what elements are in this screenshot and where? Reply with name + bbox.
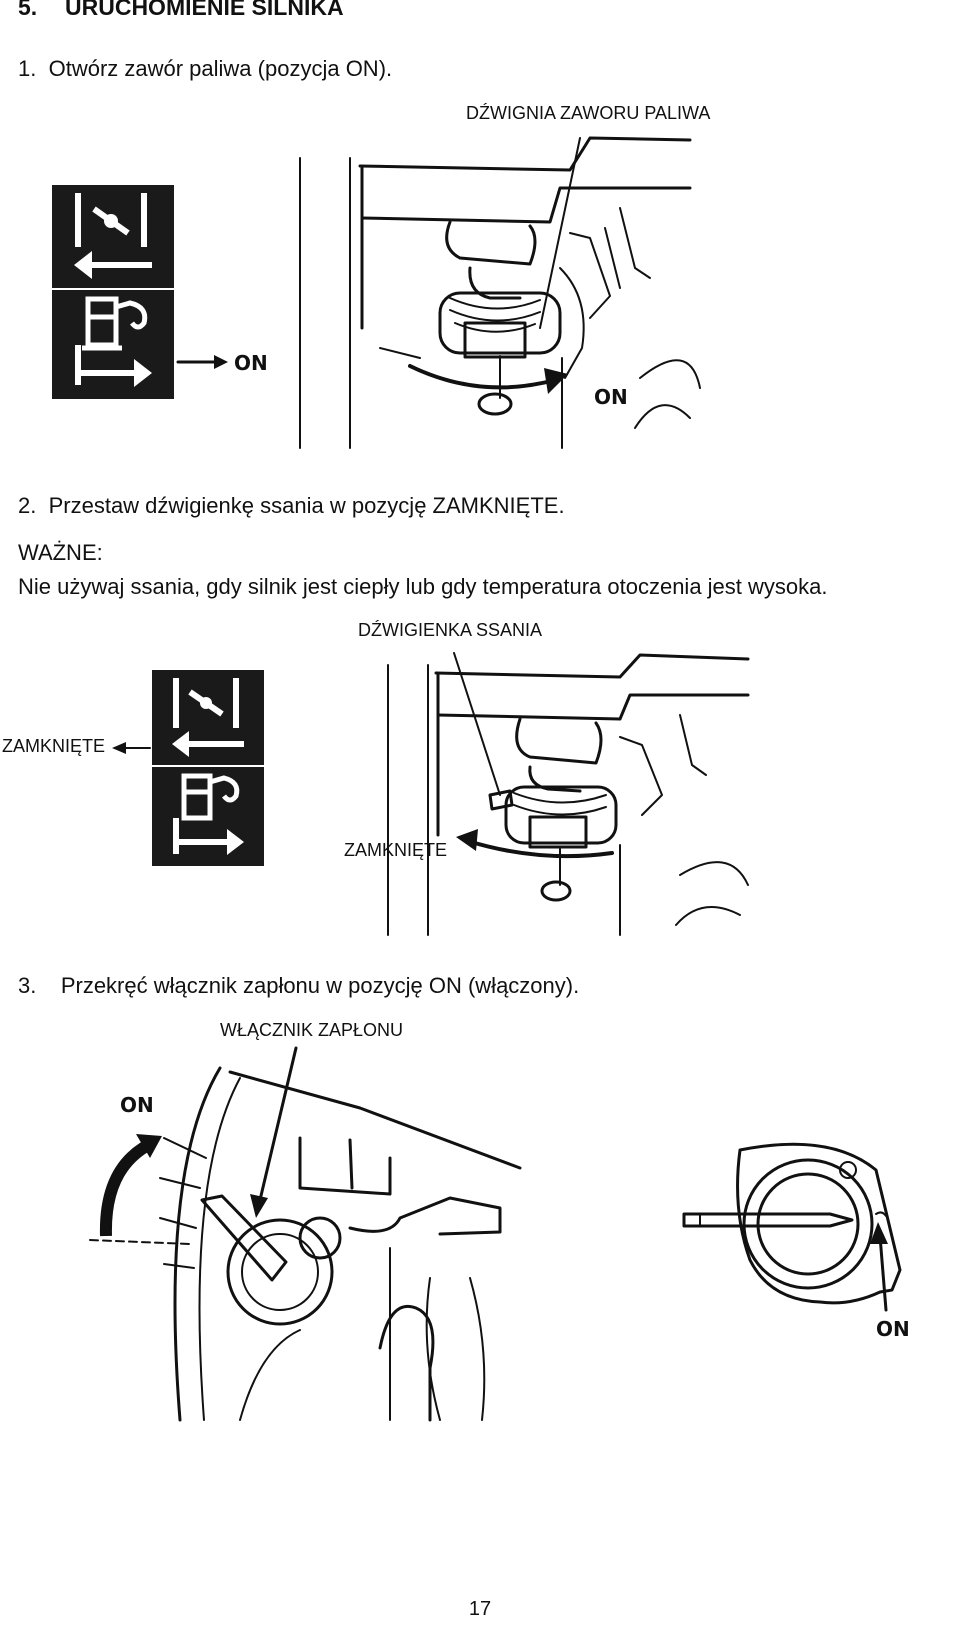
fuel-valve-decal xyxy=(52,185,174,399)
fuel-valve-lever-callout: DŹWIGNIA ZAWORU PALIWA xyxy=(466,103,711,123)
step-2-text: Przestaw dźwigienkę ssania w pozycję ZAM… xyxy=(48,493,565,518)
warning-title: WAŻNE: xyxy=(18,540,103,565)
ignition-on-label-left: ON xyxy=(120,1093,154,1117)
ignition-switch-detail: ON xyxy=(682,1142,910,1341)
choke-lever-callout: DŹWIGIENKA SSANIA xyxy=(358,620,543,640)
ignition-switch-illustration: ON xyxy=(89,1046,522,1422)
section-heading: 5. URUCHOMIENIE SILNIKA xyxy=(18,0,344,21)
step-3-text: Przekręć włącznik zapłonu w pozycję ON (… xyxy=(60,973,580,998)
step-1-text: Otwórz zawór paliwa (pozycja ON). xyxy=(48,56,393,81)
decal-on-arrow: ON xyxy=(176,351,268,375)
engine-on-label: ON xyxy=(594,385,628,409)
step-1-number: 1. xyxy=(18,56,37,81)
section-number: 5. xyxy=(18,0,38,20)
step-1: 1. Otwórz zawór paliwa (pozycja ON). xyxy=(18,56,392,82)
choke-engine-illustration xyxy=(387,652,750,936)
step-2: 2. Przestaw dźwigienkę ssania w pozycję … xyxy=(18,493,565,519)
step-3: 3. Przekręć włącznik zapłonu w pozycję O… xyxy=(18,973,579,999)
decal-on-label: ON xyxy=(234,351,268,375)
engine-closed-label: ZAMKNIĘTE xyxy=(344,840,448,860)
decal-closed-label: ZAMKNIĘTE xyxy=(2,736,106,756)
fuel-valve-engine-illustration: ON xyxy=(299,136,701,449)
step-2-number: 2. xyxy=(18,493,37,518)
ignition-on-label-right: ON xyxy=(876,1317,910,1341)
decal-closed-arrow xyxy=(112,742,151,754)
choke-decal xyxy=(152,670,264,866)
page-number: 17 xyxy=(468,1598,492,1620)
step-3-number: 3. xyxy=(18,973,37,998)
warning-text: Nie używaj ssania, gdy silnik jest ciepł… xyxy=(18,574,828,599)
section-title: URUCHOMIENIE SILNIKA xyxy=(65,0,344,20)
ignition-switch-callout: WŁĄCZNIK ZAPŁONU xyxy=(220,1020,404,1040)
